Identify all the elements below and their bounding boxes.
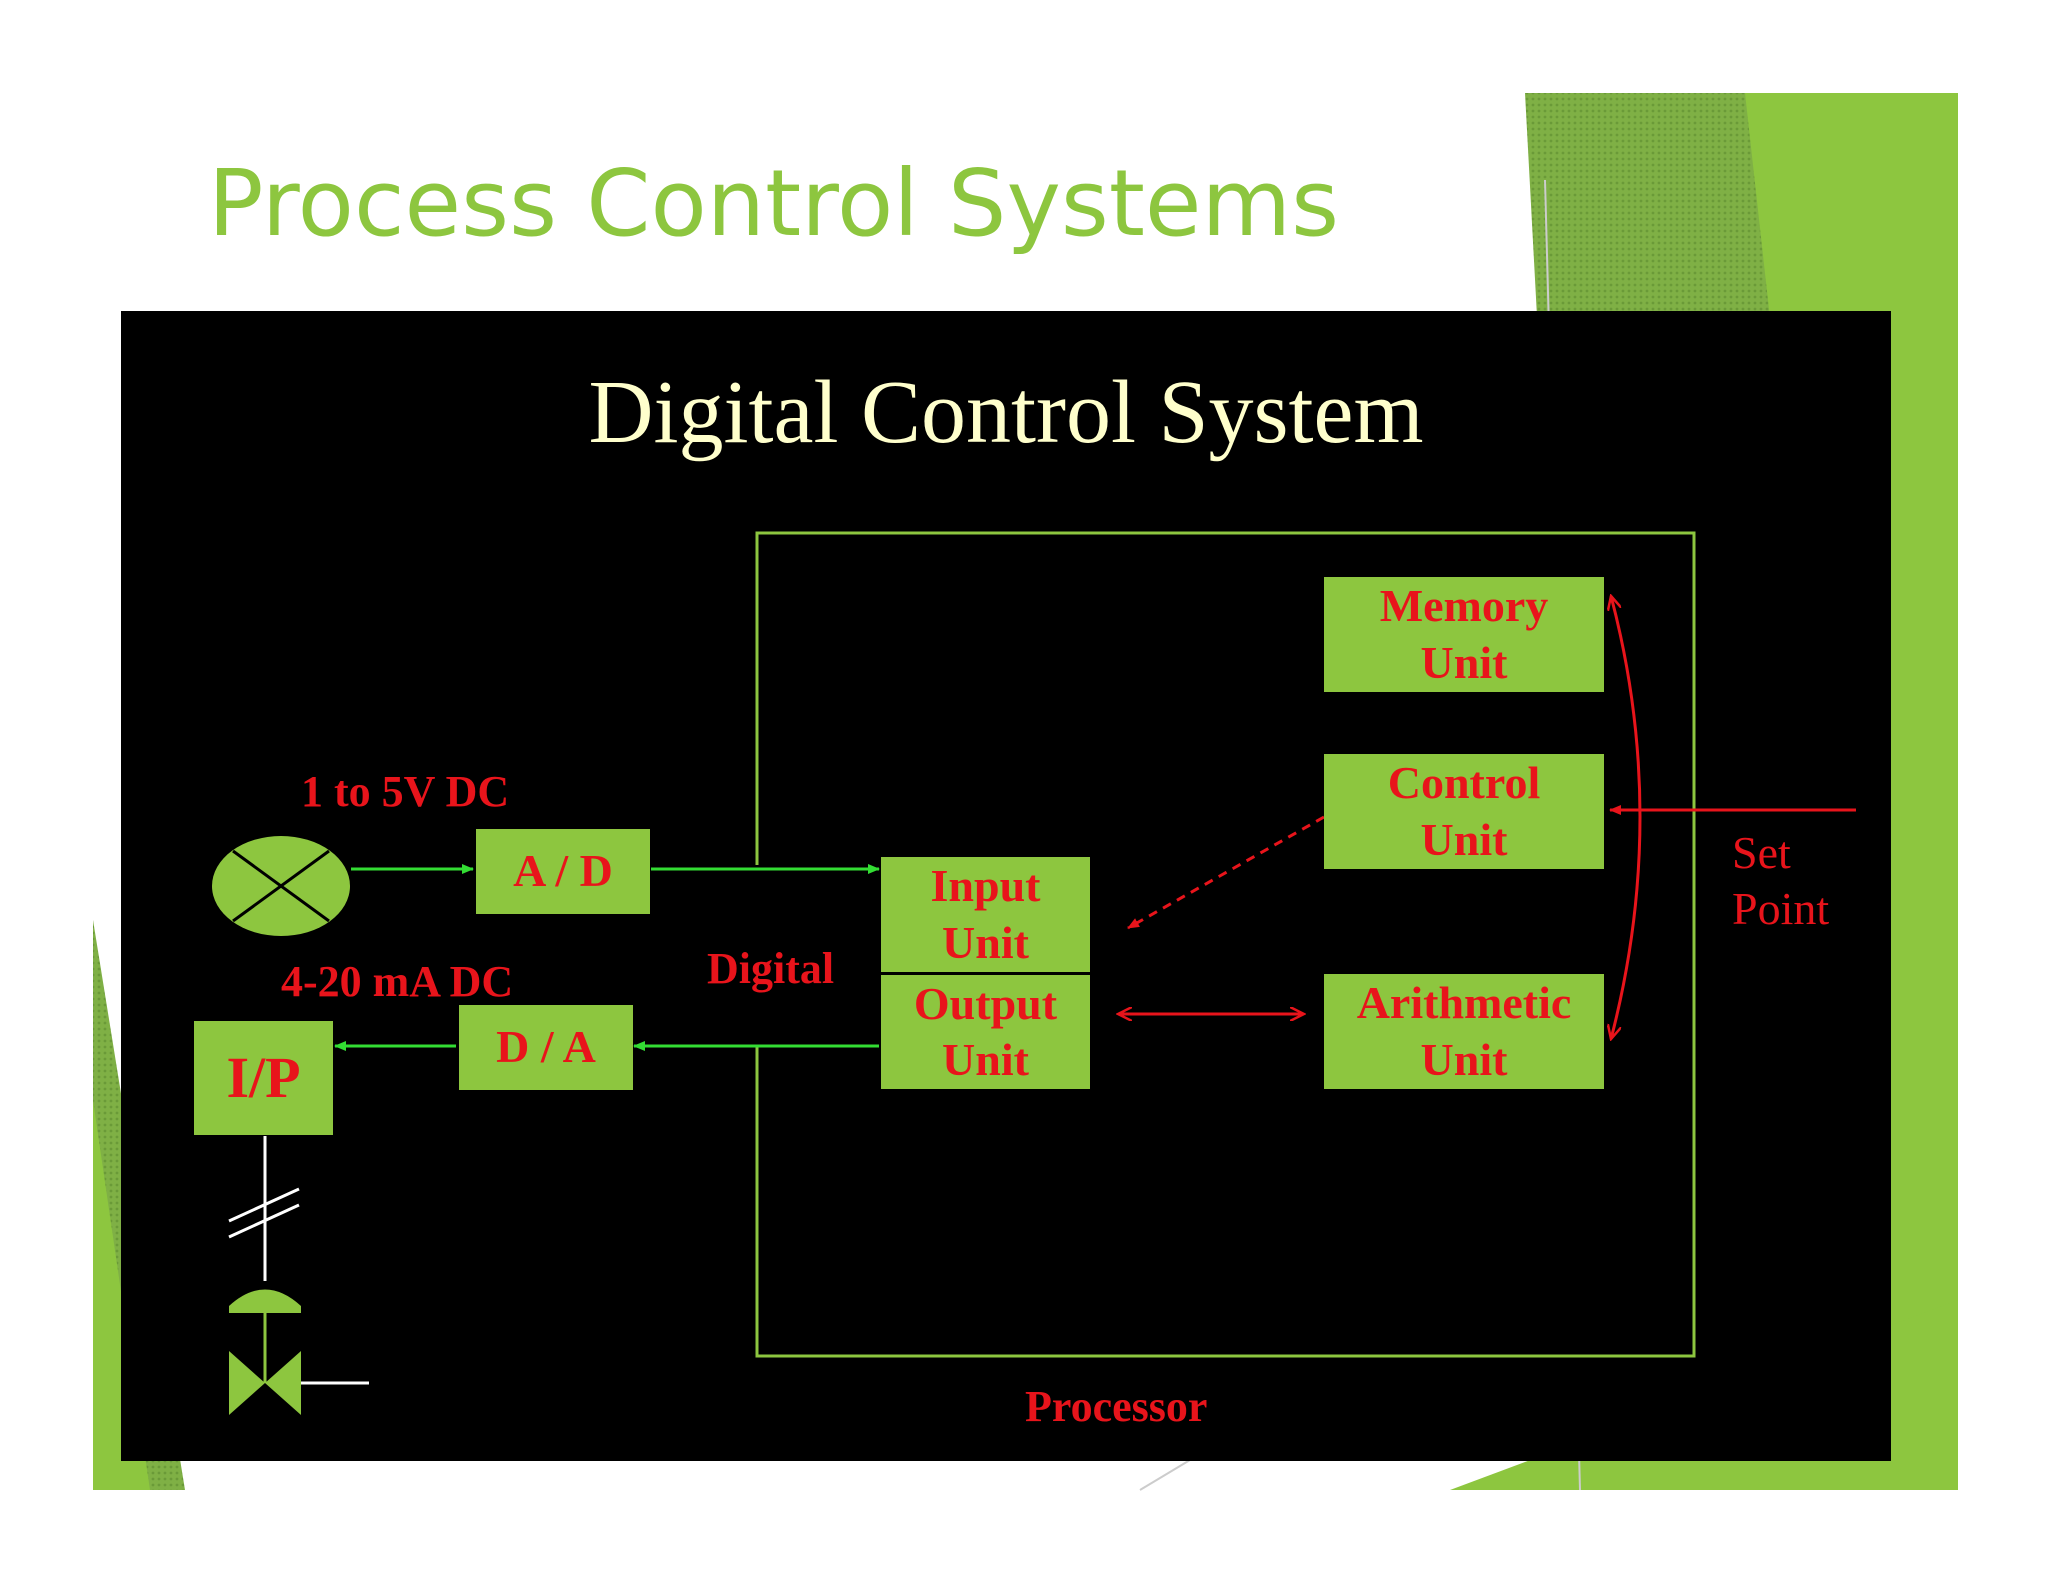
valve-icon [229,1289,369,1415]
slide-title: Process Control Systems [208,150,1340,257]
ip-converter-block: I/P [194,1021,333,1135]
setpoint-label: Set Point [1732,827,1830,935]
memory-unit-block: Memory Unit [1324,577,1604,692]
digital-label: Digital [707,944,835,993]
memory-arithmetic-curve [1611,596,1642,1039]
current-label: 4-20 mA DC [281,957,514,1006]
diagram-wires [212,531,1856,1415]
sensor-icon [212,836,350,936]
diagram-title: Digital Control System [588,363,1424,462]
da-converter-block: D / A [459,1005,633,1090]
control-unit-block: Control Unit [1324,754,1604,869]
arithmetic-unit-block: Arithmetic Unit [1324,974,1604,1089]
control-to-io-arrow [1127,815,1325,930]
processor-label: Processor [1025,1382,1208,1431]
diagram-panel: Digital Control System [121,311,1891,1461]
output-unit-block: Output Unit [881,975,1090,1089]
ad-converter-block: A / D [476,829,650,914]
input-unit-block: Input Unit [881,857,1090,972]
processor-boundary [755,531,1696,1358]
voltage-label: 1 to 5V DC [301,767,510,816]
